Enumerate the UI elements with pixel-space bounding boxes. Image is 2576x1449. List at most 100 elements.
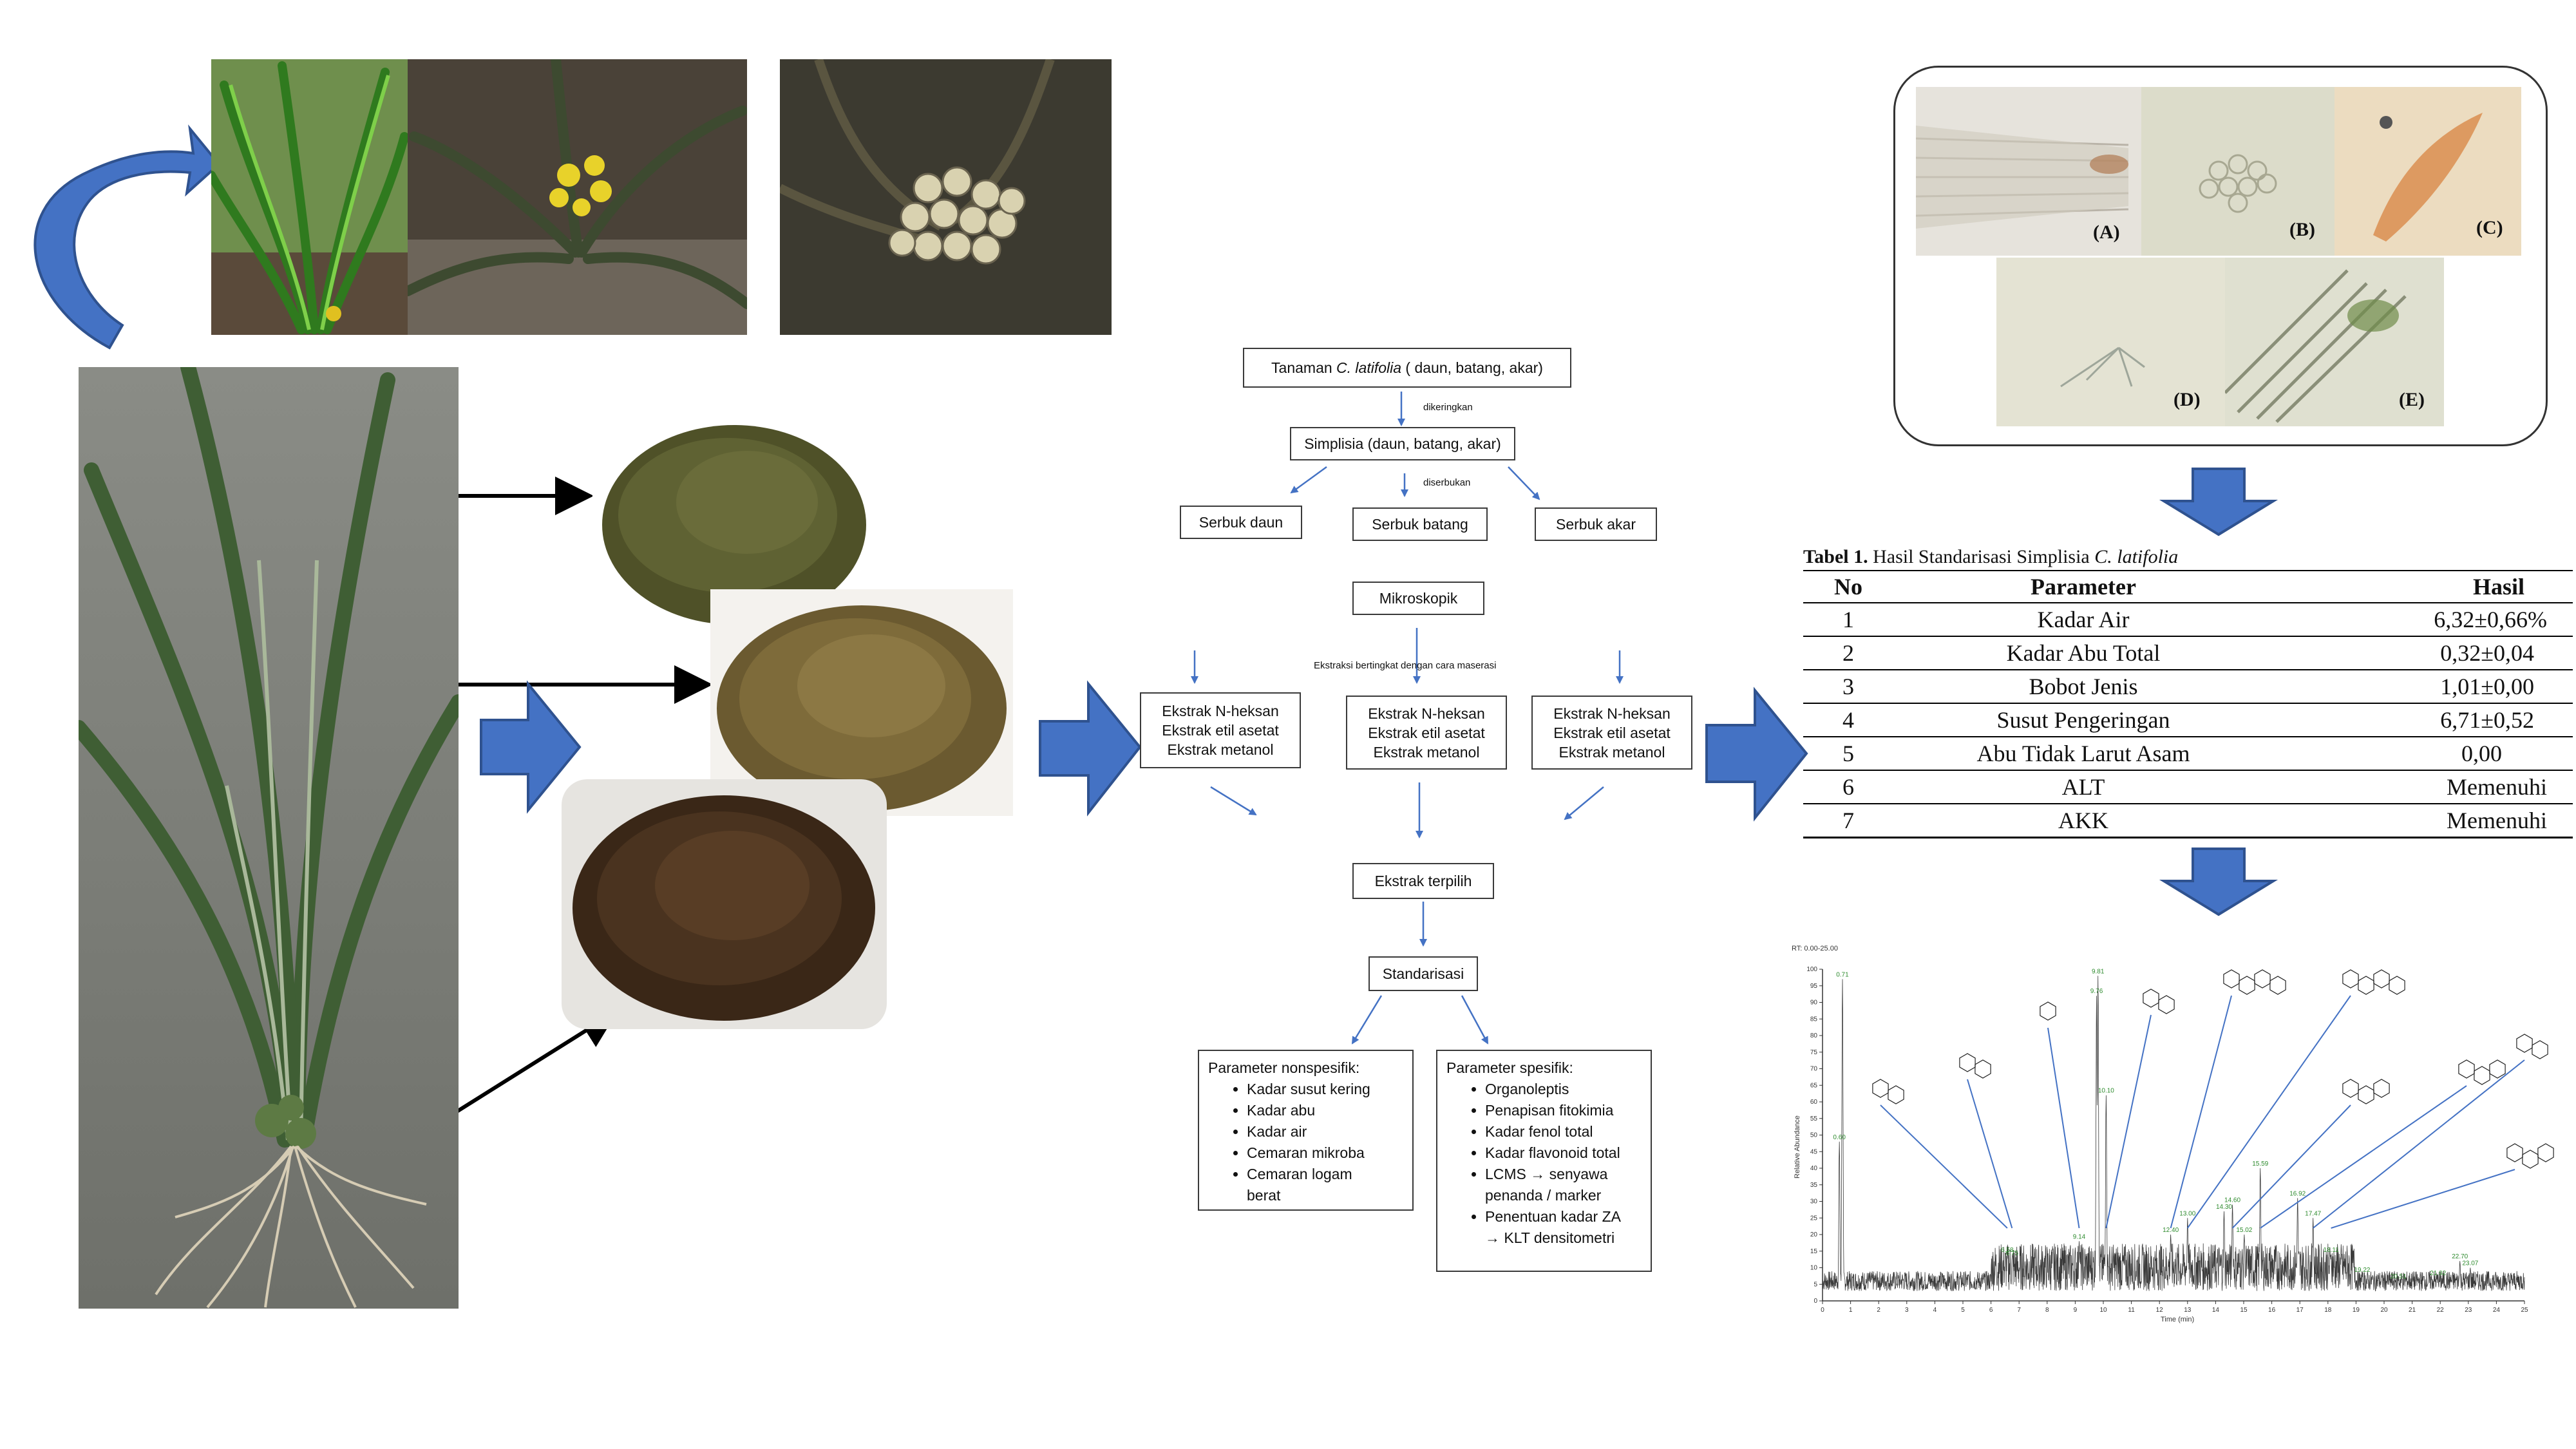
table-cell-hasil: 6,71±0,52 bbox=[2440, 707, 2534, 733]
block-arrow-down-1 bbox=[2159, 468, 2278, 536]
table-cell-no: 3 bbox=[1842, 674, 1854, 699]
structure-arrow bbox=[2047, 1027, 2080, 1229]
structure-ring bbox=[2389, 976, 2405, 995]
table-cell-no: 4 bbox=[1842, 707, 1854, 733]
flow-extract-root-1: Ekstrak N-heksan bbox=[1553, 705, 1671, 722]
peak-label: 9.14 bbox=[2073, 1233, 2086, 1240]
specific-item: Organoleptis bbox=[1485, 1079, 1642, 1100]
flow-extract-stem-3: Ekstrak metanol bbox=[1373, 743, 1480, 761]
table-cell-parameter: ALT bbox=[2061, 774, 2105, 800]
peak-label: 16.92 bbox=[2289, 1190, 2306, 1197]
x-tick-label: 2 bbox=[1877, 1307, 1880, 1314]
peak-label: 14.30 bbox=[2216, 1204, 2232, 1211]
x-tick-label: 14 bbox=[2212, 1307, 2220, 1314]
flow-standardization-box: Standarisasi bbox=[1368, 956, 1478, 991]
table-cell-no: 1 bbox=[1842, 607, 1854, 632]
structure-ring bbox=[2358, 976, 2374, 995]
structure-ring bbox=[2254, 969, 2271, 989]
block-arrow-1 bbox=[480, 680, 582, 814]
y-tick-label: 95 bbox=[1810, 983, 1818, 990]
flow-plant-species: C. latifolia bbox=[1336, 359, 1402, 376]
flow-specific-box: Parameter spesifik: Organoleptis Penapis… bbox=[1436, 1050, 1652, 1272]
y-tick-label: 85 bbox=[1810, 1016, 1818, 1023]
structure-ring bbox=[2373, 1079, 2390, 1098]
structure-arrow bbox=[2260, 1085, 2467, 1229]
specific-item: Kadar fenol total bbox=[1485, 1121, 1642, 1142]
x-tick-label: 17 bbox=[2297, 1307, 2304, 1314]
y-tick-label: 55 bbox=[1810, 1115, 1818, 1122]
structure-ring bbox=[1975, 1059, 1991, 1079]
x-tick-label: 11 bbox=[2128, 1307, 2135, 1314]
x-tick-label: 13 bbox=[2184, 1307, 2192, 1314]
specific-item: Kadar flavonoid total bbox=[1485, 1142, 1620, 1164]
x-tick-label: 10 bbox=[2099, 1307, 2107, 1314]
flow-dried-label: dikeringkan bbox=[1423, 402, 1473, 413]
structure-arrow bbox=[1880, 1104, 2008, 1229]
structure-arrow bbox=[2331, 1169, 2515, 1229]
nonspecific-list: Kadar susut kering Kadar abu Kadar air C… bbox=[1208, 1079, 1403, 1206]
x-tick-label: 24 bbox=[2493, 1307, 2501, 1314]
photo-whole-plant bbox=[79, 367, 459, 1309]
structure-ring bbox=[2143, 989, 2159, 1008]
structure-arrow bbox=[2231, 1104, 2351, 1229]
x-tick-label: 25 bbox=[2521, 1307, 2528, 1314]
table-row: 6 ALT Memenuhi bbox=[1803, 770, 2573, 804]
flow-extract-leaf-1: Ekstrak N-heksan bbox=[1162, 703, 1279, 719]
table-cell-hasil: Memenuhi bbox=[2447, 808, 2547, 833]
table-row: 5 Abu Tidak Larut Asam 0,00 bbox=[1803, 737, 2573, 770]
micro-label-d: (D) bbox=[2174, 389, 2201, 410]
peak-label: 9.81 bbox=[2092, 968, 2105, 975]
micro-label-e: (E) bbox=[2399, 389, 2425, 410]
photo-powder-root bbox=[562, 779, 887, 1029]
structure-ring bbox=[2532, 1040, 2548, 1059]
peak-label: 12.40 bbox=[2163, 1227, 2179, 1234]
y-tick-label: 90 bbox=[1810, 999, 1818, 1007]
micro-label-b: (B) bbox=[2289, 219, 2315, 240]
table-cell-no: 7 bbox=[1842, 808, 1854, 833]
x-tick-label: 20 bbox=[2380, 1307, 2388, 1314]
table-cell-hasil: 1,01±0,00 bbox=[2440, 674, 2534, 699]
micro-label-c: (C) bbox=[2476, 217, 2503, 238]
structure-ring bbox=[2342, 1079, 2359, 1098]
nonspecific-item: Kadar susut kering bbox=[1247, 1079, 1403, 1100]
structure-ring bbox=[2373, 969, 2390, 989]
y-tick-label: 10 bbox=[1810, 1265, 1818, 1272]
structure-arrow bbox=[2105, 1014, 2152, 1229]
table-cell-hasil: 6,32±0,66% bbox=[2434, 607, 2547, 632]
specific-item: Penapisan fitokimia bbox=[1485, 1100, 1642, 1121]
flow-plant-box: Tanaman C. latifolia ( daun, batang, aka… bbox=[1243, 348, 1571, 388]
flow-powder-stem-box: Serbuk batang bbox=[1352, 507, 1488, 541]
flow-extract-box-leaf: Ekstrak N-heksan Ekstrak etil asetat Eks… bbox=[1140, 692, 1301, 768]
micro-image-e bbox=[2225, 258, 2444, 426]
flow-nonspecific-box: Parameter nonspesifik: Kadar susut kerin… bbox=[1198, 1050, 1414, 1211]
structure-arrow bbox=[2186, 995, 2351, 1229]
y-tick-label: 75 bbox=[1810, 1049, 1818, 1056]
nonspecific-item: Cemaran mikroba bbox=[1247, 1142, 1403, 1164]
peak-label: 6.58 bbox=[2001, 1247, 2014, 1254]
x-tick-label: 15 bbox=[2240, 1307, 2248, 1314]
table-cell-parameter: Susut Pengeringan bbox=[1996, 707, 2170, 733]
x-tick-label: 0 bbox=[1821, 1307, 1824, 1314]
table-cell-parameter: Kadar Air bbox=[2037, 607, 2130, 632]
structure-ring bbox=[2158, 995, 2175, 1014]
y-tick-label: 5 bbox=[1814, 1281, 1817, 1288]
chromatogram-structures bbox=[1872, 969, 2554, 1229]
table-cell-parameter: AKK bbox=[2058, 808, 2108, 833]
nonspecific-title: Parameter nonspesifik: bbox=[1208, 1059, 1360, 1076]
photo-powder-leaf bbox=[592, 412, 876, 625]
micro-image-d bbox=[1996, 258, 2225, 426]
peak-label: 10.10 bbox=[2098, 1088, 2114, 1095]
peak-label: 9.76 bbox=[2090, 988, 2103, 995]
structure-ring bbox=[2474, 1066, 2490, 1085]
y-tick-label: 0 bbox=[1814, 1298, 1817, 1305]
peak-label: 0.60 bbox=[1833, 1134, 1846, 1141]
block-arrow-2 bbox=[1039, 680, 1142, 817]
table-cell-hasil: 0,32±0,04 bbox=[2440, 640, 2534, 666]
x-tick-label: 6 bbox=[1989, 1307, 1993, 1314]
structure-ring bbox=[2223, 969, 2240, 989]
y-tick-label: 65 bbox=[1810, 1082, 1818, 1089]
structure-ring bbox=[1888, 1085, 1904, 1104]
table-header-no: No bbox=[1834, 574, 1862, 600]
